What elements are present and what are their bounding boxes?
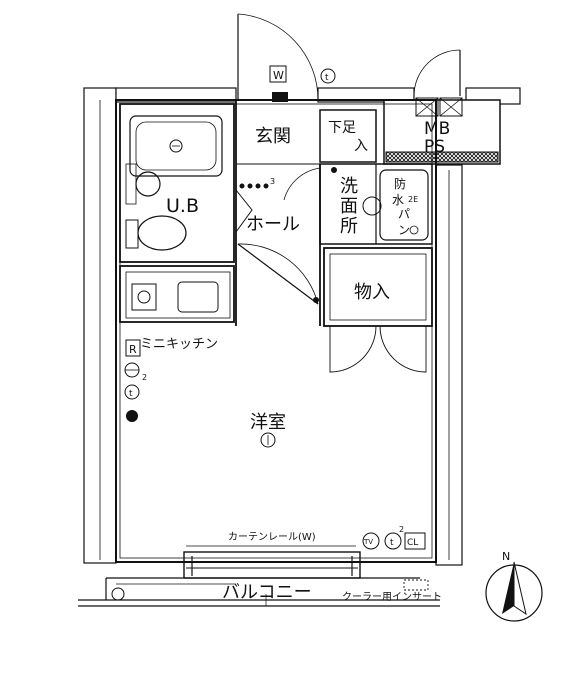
- room-label-storage: 物入: [354, 282, 390, 303]
- room-label-pipe-space: PS: [424, 137, 445, 157]
- bathtub-inner: [135, 121, 217, 171]
- room-label-mini-kitchen: ミニキッチン: [140, 337, 218, 352]
- bath-drain-icon: [169, 139, 183, 153]
- wall-switch-w: [269, 65, 287, 83]
- entrance-room: W t 玄関: [235, 13, 336, 165]
- toilet-tank-icon: [125, 219, 139, 249]
- bathtub: [129, 115, 223, 177]
- room-label-hall: ホール: [246, 214, 300, 235]
- ceiling-light-dot: [331, 167, 337, 173]
- washing-drain-icon: [409, 225, 419, 235]
- meter-box-icon-1: [415, 97, 439, 117]
- compass-n: N: [502, 550, 510, 563]
- symbol-t-room: t: [129, 389, 133, 399]
- symbol-tv: TV: [363, 538, 373, 546]
- room-label-pan-1: 防: [394, 176, 406, 191]
- symbol-t-entrance: t: [325, 73, 329, 83]
- room-label-pan-3: パ: [398, 207, 410, 221]
- phone-outlet-icon: [384, 532, 402, 550]
- hall-door-swing: [237, 243, 319, 305]
- mbps-room: MB PS: [413, 49, 463, 157]
- symbol-2-kitchen: 2: [142, 373, 147, 382]
- western-room: 洋室 カーテンレール(W) TV t 2 CL: [186, 412, 426, 550]
- unit-outline: [115, 99, 437, 563]
- distribution-panel-icon: [272, 92, 288, 102]
- storage-wall: [323, 247, 433, 327]
- symbol-3: 3: [270, 177, 275, 186]
- outlet-icon-2: [126, 410, 138, 422]
- ac-insert-icon: [403, 579, 429, 591]
- kitchen-stove-icon: [131, 283, 157, 311]
- symbol-w: W: [273, 69, 284, 82]
- waterproof-pan: [379, 169, 429, 241]
- hall-room: 3 ホール: [235, 164, 321, 326]
- room-label-meter-box: MB: [424, 119, 450, 139]
- stove-burner-icon: [137, 290, 151, 304]
- unit-bath-wall: [119, 103, 235, 263]
- kitchen-area: ミニキッチン R 2 t: [119, 265, 235, 422]
- ceiling-light-icon: [260, 432, 276, 448]
- entrance-door-swing: [237, 13, 319, 101]
- bath-counter: [125, 163, 137, 205]
- balcony-drain-icon: [111, 587, 125, 601]
- balcony-area: バルコニー クーラー用インサート: [78, 577, 442, 607]
- shoe-storage-wall: [319, 109, 377, 163]
- shoe-storage-room: 下足 入: [319, 109, 377, 163]
- curtain-rail-label: カーテンレール(W): [228, 531, 316, 543]
- room-label-unit-bath: U.B: [166, 195, 199, 217]
- kitchen-counter: [119, 265, 235, 323]
- room-label-shoe-storage-1: 下足: [328, 120, 356, 136]
- room-label-western: 洋室: [250, 412, 286, 433]
- room-label-washroom-3: 所: [340, 216, 358, 237]
- window-frame: [183, 551, 361, 579]
- toilet-icon: [137, 215, 187, 251]
- hall-door-leaf: [237, 243, 319, 305]
- mbps-door-swing: [413, 49, 461, 97]
- mbps-hatch: [385, 151, 499, 163]
- room-label-washroom-1: 洗: [340, 176, 358, 197]
- room-label-washroom-2: 面: [340, 196, 358, 217]
- symbol-2e: 2E: [408, 195, 418, 204]
- washroom-room: 洗 面 所 防 水 2E パ ン: [319, 163, 433, 245]
- room-label-shoe-storage-2: 入: [354, 138, 368, 154]
- room-label-pan-4: ン: [398, 223, 410, 237]
- exterior-walls: [83, 87, 521, 566]
- washroom-sink-icon: [362, 196, 382, 216]
- refrigerator-r: [125, 339, 141, 357]
- tv-outlet-icon: [362, 532, 380, 550]
- washroom-door-swing: [283, 167, 321, 201]
- meter-box-icon-2: [439, 97, 463, 117]
- symbol-cl: CL: [407, 538, 418, 548]
- unit-walls: [115, 99, 437, 563]
- symbol-r: R: [129, 343, 137, 356]
- symbol-2-tv: 2: [399, 525, 404, 534]
- symbol-t-tv: t: [390, 538, 394, 548]
- top-wall-left: [115, 87, 237, 103]
- storage-room: 物入: [323, 247, 433, 373]
- room-label-entrance: 玄関: [255, 126, 291, 147]
- unit-outline-inner: [119, 103, 433, 559]
- unit-bath-room: U.B: [119, 103, 235, 263]
- phone-jack-icon: [124, 384, 140, 400]
- north-arrow: N: [485, 550, 543, 622]
- storage-door-swing-right: [379, 325, 427, 373]
- ac-insert-label: クーラー用インサート: [342, 591, 442, 603]
- kitchen-sink-icon: [177, 281, 219, 313]
- room-label-pan-2: 水: [392, 193, 404, 207]
- cl-outlet-icon: [404, 532, 426, 550]
- north-arrow-icon: [502, 562, 514, 614]
- room-label-balcony: バルコニー: [222, 582, 312, 603]
- interphone-icon: [320, 68, 336, 84]
- storage-door-swing-left: [329, 325, 377, 373]
- bath-door-swing: [235, 189, 253, 233]
- balcony-window: [183, 551, 361, 579]
